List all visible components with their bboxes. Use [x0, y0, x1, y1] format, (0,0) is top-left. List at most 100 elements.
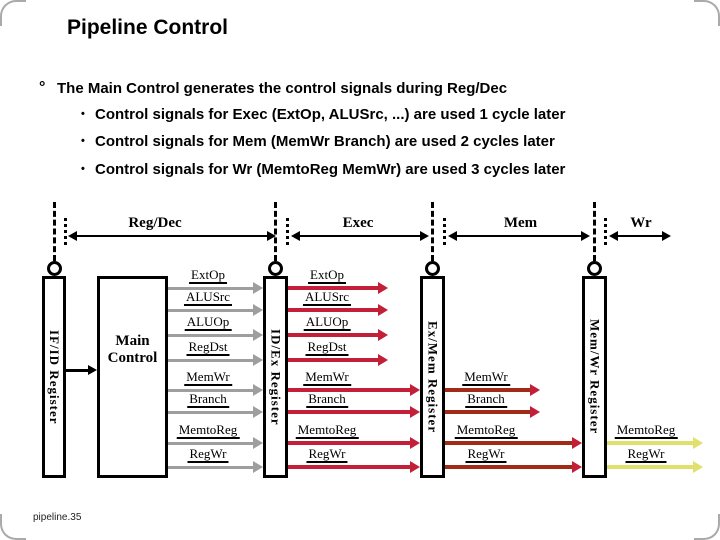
- stage-label-exec: Exec: [342, 215, 374, 231]
- signal-label-regdec-aluop: ALUOp: [184, 314, 232, 331]
- signal-arrowhead-wr-memtoreg: [693, 437, 703, 449]
- signal-arrowhead-regdec-extop: [253, 282, 263, 294]
- stage-arrowhead-right-wr: [662, 231, 671, 241]
- signal-wire-exec-regwr: [288, 465, 410, 469]
- stage-label-wr: Wr: [630, 215, 652, 231]
- signal-wire-mem-regwr: [445, 465, 572, 469]
- slide-footer: pipeline.35: [33, 512, 82, 523]
- stage-span-mem: [455, 235, 583, 237]
- stage-arrowhead-right-regdec: [267, 231, 276, 241]
- signal-wire-exec-branch: [288, 410, 410, 414]
- signal-arrowhead-regdec-memtoreg: [253, 437, 263, 449]
- stage-dotted-edge-regdec: [64, 218, 67, 245]
- signal-label-mem-memtoreg: MemtoReg: [454, 422, 518, 439]
- stage-span-regdec: [75, 235, 269, 237]
- signal-wire-regdec-alusrc: [168, 308, 253, 312]
- stage-span-exec: [298, 235, 422, 237]
- signal-arrowhead-exec-regwr: [410, 461, 420, 473]
- signal-label-regdec-memtoreg: MemtoReg: [176, 422, 240, 439]
- signal-label-exec-extop: ExtOp: [308, 267, 346, 284]
- signal-arrowhead-exec-branch: [410, 406, 420, 418]
- signal-arrowhead-regdec-aluop: [253, 329, 263, 341]
- signal-arrowhead-mem-memtoreg: [572, 437, 582, 449]
- signal-arrowhead-wr-regwr: [693, 461, 703, 473]
- signal-wire-regdec-regdst: [168, 358, 253, 362]
- slide-corner-bottom-right: [694, 514, 720, 540]
- signal-label-exec-memtoreg: MemtoReg: [295, 422, 359, 439]
- signal-arrowhead-exec-regdst: [378, 354, 388, 366]
- ifid-to-maincontrol-wire: [66, 369, 89, 372]
- clock-input-circle-memwr: [587, 261, 602, 276]
- bullet-marker-dot: •: [81, 163, 85, 175]
- clock-dashed-line-memwr: [593, 202, 596, 261]
- ifid-to-maincontrol-arrowhead: [88, 365, 97, 375]
- signal-arrowhead-regdec-memwr: [253, 384, 263, 396]
- bullet-marker-degree: °: [39, 79, 46, 96]
- signal-wire-regdec-aluop: [168, 333, 253, 337]
- slide-corner-bottom-left: [0, 514, 26, 540]
- signal-wire-wr-memtoreg: [607, 441, 693, 445]
- signal-wire-exec-alusrc: [288, 308, 378, 312]
- signal-label-regdec-alusrc: ALUSrc: [183, 289, 233, 306]
- signal-arrowhead-exec-memtoreg: [410, 437, 420, 449]
- signal-arrowhead-exec-extop: [378, 282, 388, 294]
- slide-corner-top-right: [694, 0, 720, 26]
- signal-wire-mem-branch: [445, 410, 530, 414]
- register-idex-label: ID/Ex Register: [268, 328, 284, 426]
- signal-arrowhead-regdec-regdst: [253, 354, 263, 366]
- stage-arrowhead-right-exec: [420, 231, 429, 241]
- signal-arrowhead-mem-regwr: [572, 461, 582, 473]
- signal-label-exec-memwr: MemWr: [303, 369, 351, 386]
- clock-dashed-line-ifid: [53, 202, 56, 261]
- signal-wire-regdec-extop: [168, 286, 253, 290]
- signal-wire-exec-extop: [288, 286, 378, 290]
- clock-input-circle-exmem: [425, 261, 440, 276]
- stage-label-regdec: Reg/Dec: [128, 215, 182, 231]
- signal-label-mem-branch: Branch: [465, 391, 507, 408]
- bullet-level2-mem-text: Control signals for Mem (MemWr Branch) a…: [95, 133, 555, 150]
- bullet-marker-dot: •: [81, 108, 85, 120]
- signal-arrowhead-regdec-alusrc: [253, 304, 263, 316]
- signal-wire-wr-regwr: [607, 465, 693, 469]
- register-memwr: Mem/Wr Register: [582, 276, 607, 478]
- stage-arrowhead-left-regdec: [68, 231, 77, 241]
- stage-dotted-edge-exec: [286, 218, 289, 245]
- signal-label-regdec-memwr: MemWr: [184, 369, 232, 386]
- register-idex: ID/Ex Register: [263, 276, 288, 478]
- signal-label-exec-regwr: RegWr: [306, 446, 348, 463]
- register-ifid: IF/ID Register: [42, 276, 66, 478]
- clock-input-circle-idex: [268, 261, 283, 276]
- bullet-level1: °The Main Control generates the control …: [39, 79, 507, 97]
- stage-dotted-edge-wr: [604, 218, 607, 245]
- signal-wire-regdec-memtoreg: [168, 441, 253, 445]
- signal-wire-exec-aluop: [288, 333, 378, 337]
- signal-arrowhead-exec-aluop: [378, 329, 388, 341]
- signal-arrowhead-regdec-regwr: [253, 461, 263, 473]
- register-exmem-label: Ex/Mem Register: [425, 320, 441, 434]
- signal-label-regdec-regwr: RegWr: [187, 446, 229, 463]
- clock-dashed-line-exmem: [431, 202, 434, 261]
- signal-label-regdec-extop: ExtOp: [189, 267, 227, 284]
- stage-arrowhead-right-mem: [581, 231, 590, 241]
- signal-arrowhead-mem-memwr: [530, 384, 540, 396]
- signal-label-exec-alusrc: ALUSrc: [302, 289, 352, 306]
- signal-wire-regdec-regwr: [168, 465, 253, 469]
- bullet-level2-exec-text: Control signals for Exec (ExtOp, ALUSrc,…: [95, 106, 566, 123]
- signal-label-regdec-branch: Branch: [187, 391, 229, 408]
- signal-wire-regdec-memwr: [168, 388, 253, 392]
- signal-arrowhead-exec-memwr: [410, 384, 420, 396]
- stage-dotted-edge-mem: [443, 218, 446, 245]
- main-control-label: Main Control: [107, 333, 158, 366]
- signal-label-exec-branch: Branch: [306, 391, 348, 408]
- bullet-level2-exec: • Control signals for Exec (ExtOp, ALUSrc…: [81, 106, 565, 123]
- signal-arrowhead-exec-alusrc: [378, 304, 388, 316]
- signal-label-regdec-regdst: RegDst: [186, 339, 230, 356]
- signal-arrowhead-mem-branch: [530, 406, 540, 418]
- signal-wire-exec-memwr: [288, 388, 410, 392]
- signal-wire-regdec-branch: [168, 410, 253, 414]
- signal-wire-mem-memwr: [445, 388, 530, 392]
- stage-label-mem: Mem: [503, 215, 538, 231]
- signal-label-mem-memwr: MemWr: [462, 369, 510, 386]
- page-title: Pipeline Control: [67, 16, 229, 39]
